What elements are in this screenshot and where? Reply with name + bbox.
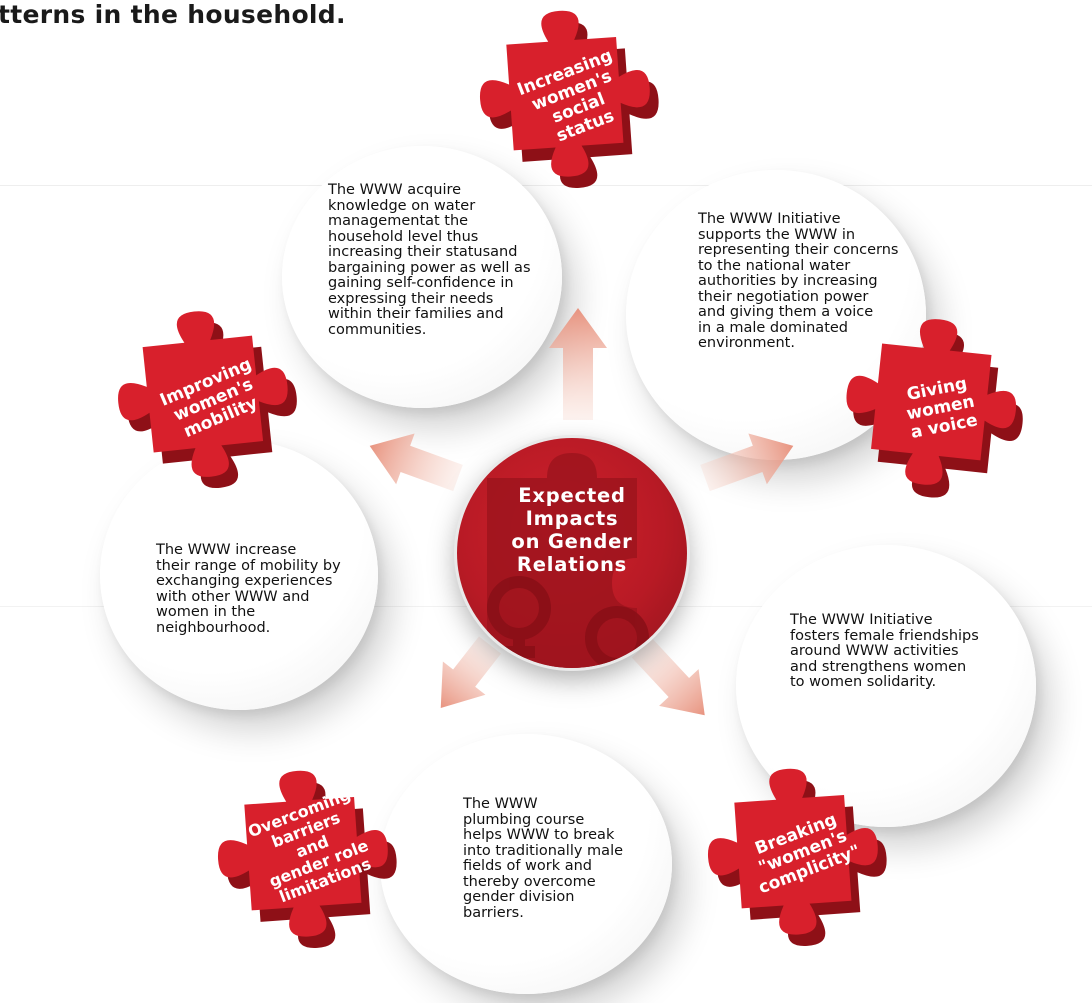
page-heading: tterns in the household.	[0, 0, 346, 29]
puzzle-voice: Giving women a voice	[846, 319, 1024, 498]
arrow-down-left	[440, 636, 502, 709]
arrow-left	[369, 433, 463, 492]
impact-text-social-status: The WWW acquire knowledge on water manag…	[328, 182, 531, 338]
puzzle-barriers: Overcoming barriers and gender role limi…	[218, 770, 397, 948]
puzzle-piece-icon	[708, 768, 887, 946]
impact-text-complicity: The WWW Initiative fosters female friend…	[790, 612, 979, 690]
puzzle-mobility: Improving women's mobility	[118, 311, 297, 488]
circle-mobility	[100, 440, 378, 710]
center-title: Expected Impacts on Gender Relations	[511, 484, 633, 576]
circle-barriers	[380, 734, 672, 994]
center-circle: Expected Impacts on Gender Relations	[457, 438, 687, 668]
puzzle-piece-icon	[846, 319, 1023, 498]
puzzle-social-status: Increasing women's social status	[480, 10, 659, 188]
puzzle-complicity: Breaking "women's complicity"	[708, 768, 887, 946]
impact-text-mobility: The WWW increase their range of mobility…	[156, 542, 341, 636]
circle-social-status	[282, 146, 562, 408]
arrow-right	[700, 433, 794, 492]
puzzle-piece-icon	[480, 10, 659, 188]
impact-text-barriers: The WWW plumbing course helps WWW to bre…	[463, 796, 624, 921]
gender-symbols-icon	[487, 453, 649, 668]
arrow-up	[549, 308, 607, 420]
puzzle-piece-icon	[218, 770, 397, 948]
puzzle-piece-icon	[118, 311, 297, 488]
arrow-down-right	[631, 638, 705, 716]
impact-text-voice: The WWW Initiative supports the WWW in r…	[698, 211, 899, 351]
